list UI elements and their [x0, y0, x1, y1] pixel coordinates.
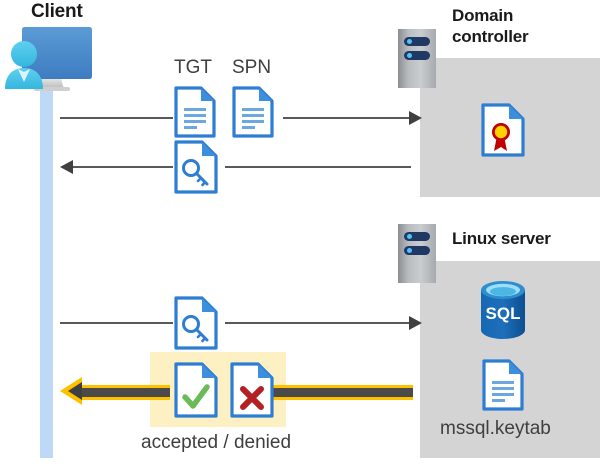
rack-led-row [404, 37, 430, 46]
document-key-icon-1 [174, 140, 218, 194]
result-arrow-shaft-left [82, 385, 170, 400]
flow-arrowhead-to-dc [409, 111, 422, 125]
result-arrowhead-core [68, 382, 82, 400]
document-key-icon-2 [174, 296, 218, 350]
flow-line-request-left [60, 117, 173, 119]
domain-controller-title-line2: controller [452, 27, 529, 46]
rack-led-row [404, 51, 430, 60]
rack-led-row [404, 232, 430, 241]
flow-line-request-right [283, 117, 411, 119]
server-rack-icon-dc [398, 29, 436, 88]
linux-server-title: Linux server [452, 229, 551, 248]
client-lifeline [40, 72, 53, 458]
flow-line-ticket-left [73, 166, 173, 168]
document-cross-icon [230, 362, 274, 418]
server-rack-icon-linux [398, 224, 436, 283]
sql-database-icon: SQL [478, 279, 530, 341]
rack-led-row [404, 246, 430, 255]
tgt-label: TGT [174, 57, 212, 78]
spn-label: SPN [232, 57, 272, 78]
sql-database-label: SQL [486, 304, 521, 323]
result-arrow-shaft-right [268, 385, 413, 400]
domain-controller-title: Domain controller [452, 5, 529, 47]
flow-arrowhead-to-linux [409, 316, 422, 330]
document-icon-tgt [174, 86, 216, 138]
flow-line-ticket-right [225, 166, 411, 168]
document-icon-spn [232, 86, 274, 138]
client-title: Client [31, 1, 83, 22]
certificate-document-icon [481, 103, 525, 157]
document-check-icon [174, 362, 218, 418]
keytab-label: mssql.keytab [440, 418, 551, 439]
flow-line-linux-right [225, 322, 411, 324]
result-label: accepted / denied [141, 432, 292, 453]
flow-line-linux-left [60, 322, 173, 324]
flow-arrowhead-to-client-ticket [60, 160, 73, 174]
client-workstation-icon [4, 26, 96, 96]
domain-controller-title-line1: Domain [452, 6, 514, 25]
document-icon-keytab [482, 359, 524, 411]
